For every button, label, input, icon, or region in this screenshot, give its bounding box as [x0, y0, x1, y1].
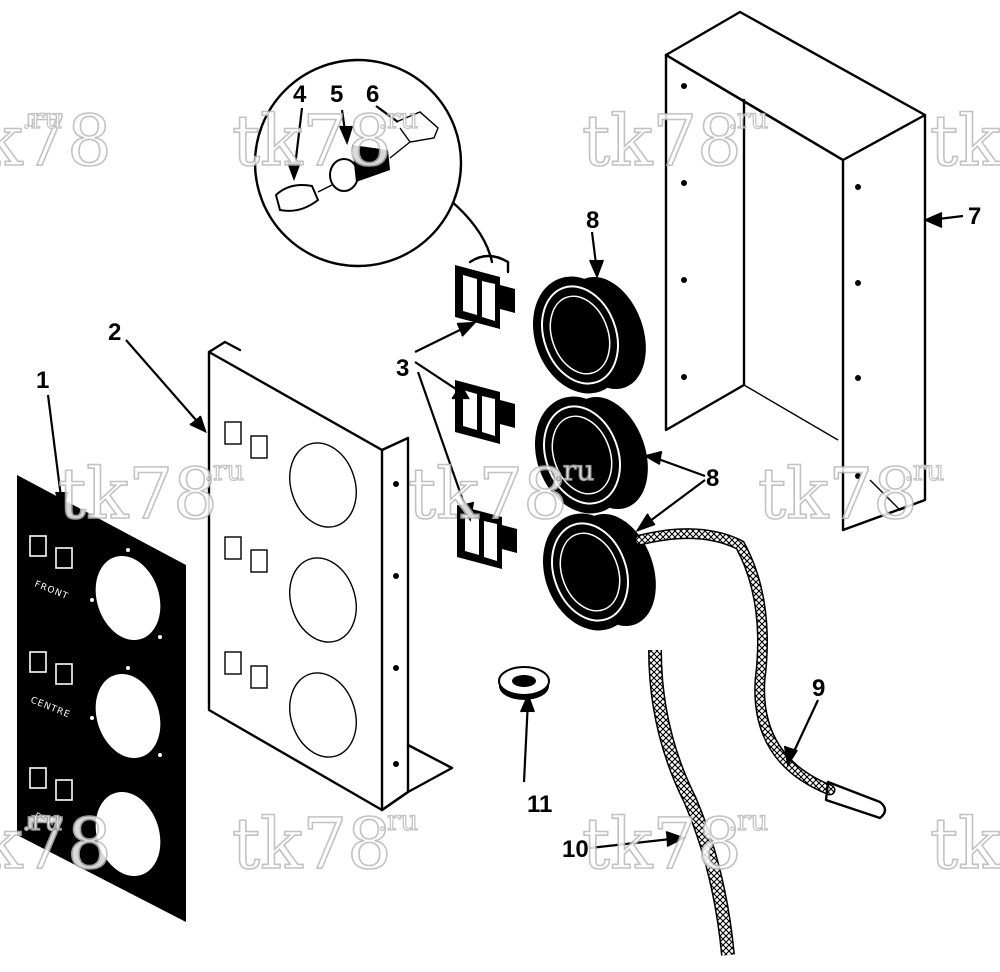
callout-3: 3: [396, 355, 409, 382]
callout-5: 5: [330, 81, 343, 108]
watermark-suffix: .ru: [22, 102, 62, 135]
watermark-text: tk78: [758, 453, 918, 535]
watermark-text: tk78: [0, 803, 112, 885]
temperature-sender-cable: [634, 528, 887, 820]
callout-7: 7: [968, 203, 981, 230]
callout-6: 6: [366, 81, 379, 108]
callout-8-right: 8: [706, 465, 719, 492]
housing-box: [664, 10, 927, 532]
callout-11: 11: [527, 791, 552, 818]
watermark-text: tk78: [582, 803, 742, 885]
watermark-suffix: .ru: [22, 804, 62, 837]
watermark-suffix: .ru: [378, 102, 418, 135]
callout-numbers: 1 2 3 4 5 6 7 8 8 9 10 11: [36, 81, 981, 863]
watermark-suffix: .ru: [904, 454, 944, 487]
watermark-suffix: .ru: [554, 454, 594, 487]
watermark-suffix: .ru: [728, 804, 768, 837]
facia-panel: FRONT CENTRE REAR: [17, 475, 186, 922]
callout-9: 9: [812, 675, 825, 702]
watermark-suffix: .ru: [728, 102, 768, 135]
watermarks: tk78 .ru tk78 .ru tk78 .ru tk78 tk78 .ru…: [0, 99, 1000, 886]
callout-4: 4: [293, 81, 307, 108]
callout-1: 1: [36, 367, 49, 394]
watermark-text: tk78: [930, 803, 1000, 885]
watermark-text: tk78: [408, 453, 568, 535]
leader-arrows: [46, 105, 964, 850]
watermark-suffix: .ru: [204, 454, 244, 487]
callout-2: 2: [108, 319, 121, 346]
grommet: [498, 666, 550, 700]
watermark-text: tk78: [0, 100, 112, 182]
detail-bubble: [253, 58, 494, 268]
watermark-text: tk78: [232, 100, 392, 182]
watermark-text: tk78: [582, 100, 742, 182]
watermark-text: tk78: [58, 453, 218, 535]
callout-8-top: 8: [586, 207, 599, 234]
callout-10: 10: [562, 836, 589, 863]
watermark-suffix: .ru: [378, 804, 418, 837]
mounting-bracket: [207, 340, 454, 812]
watermark-text: tk78: [930, 100, 1000, 182]
braided-hose: [648, 649, 735, 956]
watermark-text: tk78: [232, 803, 392, 885]
